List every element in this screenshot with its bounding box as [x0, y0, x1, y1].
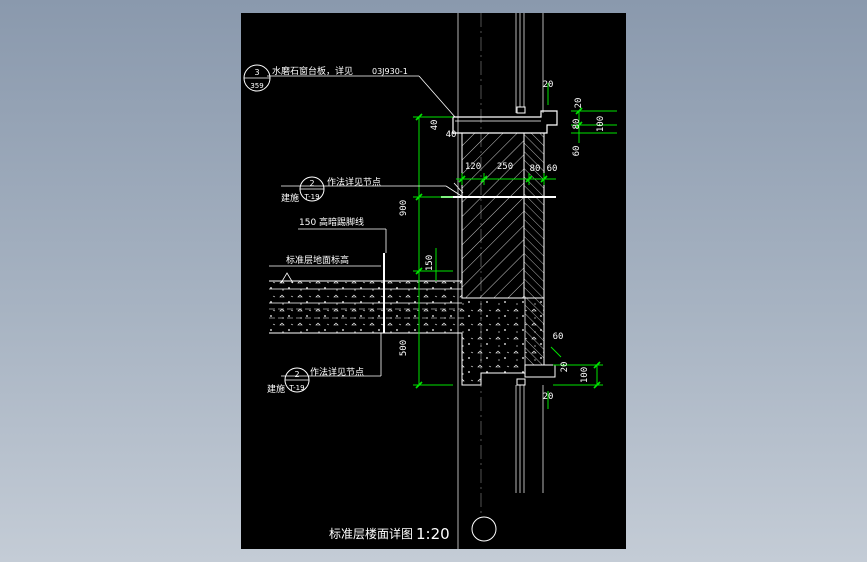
callout-top-number: 3 [254, 68, 259, 77]
window-sill-board [452, 106, 558, 134]
dim-left-40a: 40 [430, 120, 440, 131]
skirting-note: 150 高暗踢脚线 [299, 216, 364, 228]
callout-top-reference: 03J930-1 [372, 67, 408, 76]
callout-bottom-note: 作法详见节点 [310, 366, 364, 378]
dim-top-20: 20 [543, 80, 554, 90]
dim-right-20: 20 [574, 98, 584, 109]
drawing-title: 标准层楼面详图 [329, 526, 413, 541]
callout-mid-number: 2 [309, 179, 314, 188]
floor-level-note: 标准层地面标高 [286, 254, 349, 266]
callout-top-note: 水磨石窗台板，详见 [272, 65, 353, 77]
dim-250: 250 [497, 162, 513, 172]
floor-slab-beam [269, 253, 556, 386]
callout-bottom-prefix: 建施 [267, 383, 285, 395]
callout-bottom-sheet: T-19 [288, 384, 304, 392]
cad-drawing-sheet: 3 359 水磨石窗台板，详见 03J930-1 2 T-19 作法详见节点 建… [241, 13, 626, 549]
dim-right-80: 80 [572, 119, 582, 130]
dim-60: 60 [547, 164, 558, 174]
callout-mid-note: 作法详见节点 [327, 176, 381, 188]
dimension-lines [413, 83, 617, 409]
dimension-labels: 20 20 80 100 60 40 40 120 250 80 60 900 … [399, 80, 606, 402]
leader-lines [267, 75, 464, 377]
dim-80: 80 [530, 164, 541, 174]
callout-top-sheet: 359 [250, 82, 263, 90]
dim-bottom-20: 20 [543, 392, 554, 402]
dim-lower-20: 20 [560, 362, 570, 373]
dim-left-40b: 40 [446, 130, 457, 140]
dim-120: 120 [465, 162, 481, 172]
callout-mid-sheet: T-19 [303, 193, 319, 201]
dim-900: 900 [399, 200, 409, 216]
dim-lower-100: 100 [580, 367, 590, 383]
callout-top: 3 359 水磨石窗台板，详见 03J930-1 [250, 65, 407, 90]
callout-bottom-number: 2 [294, 370, 299, 379]
dim-right-100: 100 [596, 116, 606, 132]
dim-500: 500 [399, 340, 409, 356]
dim-lower-60: 60 [553, 332, 564, 342]
callout-circles [243, 64, 497, 542]
callout-mid-prefix: 建施 [281, 192, 299, 204]
dim-right-60: 60 [572, 146, 582, 157]
callout-mid: 2 T-19 作法详见节点 建施 [281, 176, 381, 204]
section-detail-drawing: 3 359 水磨石窗台板，详见 03J930-1 2 T-19 作法详见节点 建… [243, 13, 617, 549]
callout-bottom: 2 T-19 作法详见节点 建施 [267, 366, 364, 395]
drawing-scale: 1:20 [416, 525, 450, 543]
dim-150: 150 [425, 255, 435, 271]
